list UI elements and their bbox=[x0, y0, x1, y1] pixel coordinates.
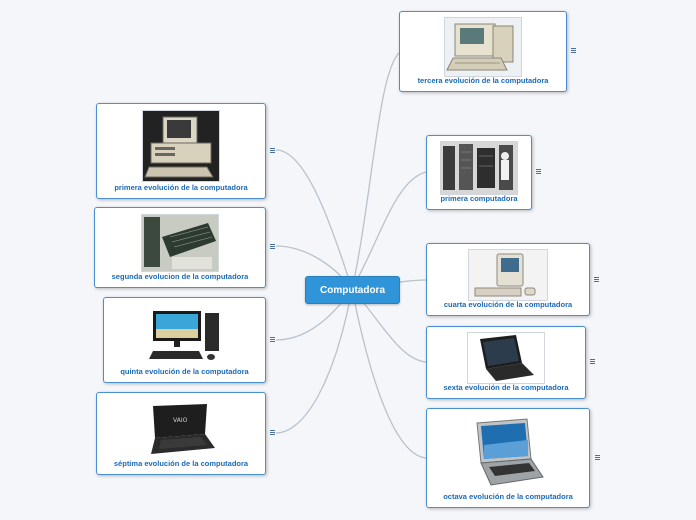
node-label: tercera evolución de la computadora bbox=[417, 76, 549, 85]
node-label: cuarta evolución de la computadora bbox=[443, 300, 573, 309]
computer-image-icon bbox=[468, 249, 548, 301]
notes-icon[interactable] bbox=[270, 430, 275, 436]
notes-icon[interactable] bbox=[594, 277, 599, 283]
notes-icon[interactable] bbox=[270, 337, 275, 343]
computer-image-icon bbox=[141, 214, 219, 272]
node-label: segunda evolucion de la computadora bbox=[111, 272, 249, 281]
computer-image-icon bbox=[440, 141, 518, 195]
connector-primera-computadora bbox=[351, 171, 427, 290]
connector-tercera bbox=[351, 51, 401, 290]
node-label: primera computadora bbox=[440, 194, 518, 203]
connector-septima bbox=[275, 288, 353, 434]
node-label: octava evolución de la computadora bbox=[443, 492, 573, 501]
notes-icon[interactable] bbox=[536, 169, 541, 175]
notes-icon[interactable] bbox=[270, 244, 275, 250]
node-octava[interactable]: octava evolución de la computadora bbox=[426, 408, 590, 508]
computer-image-icon bbox=[444, 17, 522, 77]
notes-icon[interactable] bbox=[595, 455, 600, 461]
node-septima[interactable]: VAIO séptima evolución de la computadora bbox=[96, 392, 266, 475]
node-label: sexta evolución de la computadora bbox=[443, 383, 569, 392]
node-sexta[interactable]: sexta evolución de la computadora bbox=[426, 326, 586, 399]
connector-octava bbox=[351, 288, 427, 459]
connector-primera-evolucion bbox=[275, 149, 353, 290]
node-segunda[interactable]: segunda evolucion de la computadora bbox=[94, 207, 266, 288]
node-cuarta[interactable]: cuarta evolución de la computadora bbox=[426, 243, 590, 316]
node-label: primera evolución de la computadora bbox=[114, 183, 248, 192]
notes-icon[interactable] bbox=[590, 359, 595, 365]
node-label: quinta evolución de la computadora bbox=[120, 367, 249, 376]
notes-icon[interactable] bbox=[270, 148, 275, 154]
notes-icon[interactable] bbox=[571, 48, 576, 54]
computer-image-icon: VAIO bbox=[142, 399, 220, 459]
computer-image-icon bbox=[145, 304, 224, 364]
computer-image-icon bbox=[467, 332, 545, 384]
node-primera-evolucion[interactable]: primera evolución de la computadora bbox=[96, 103, 266, 199]
computer-image-icon bbox=[468, 414, 548, 492]
node-primera-computadora[interactable]: primera computadora bbox=[426, 135, 532, 210]
computer-image-icon bbox=[142, 110, 220, 182]
node-quinta[interactable]: quinta evolución de la computadora bbox=[103, 297, 266, 383]
svg-text:VAIO: VAIO bbox=[173, 417, 188, 424]
node-label: séptima evolución de la computadora bbox=[113, 459, 249, 468]
node-tercera[interactable]: tercera evolución de la computadora bbox=[399, 11, 567, 92]
central-topic[interactable]: Computadora bbox=[305, 276, 400, 304]
